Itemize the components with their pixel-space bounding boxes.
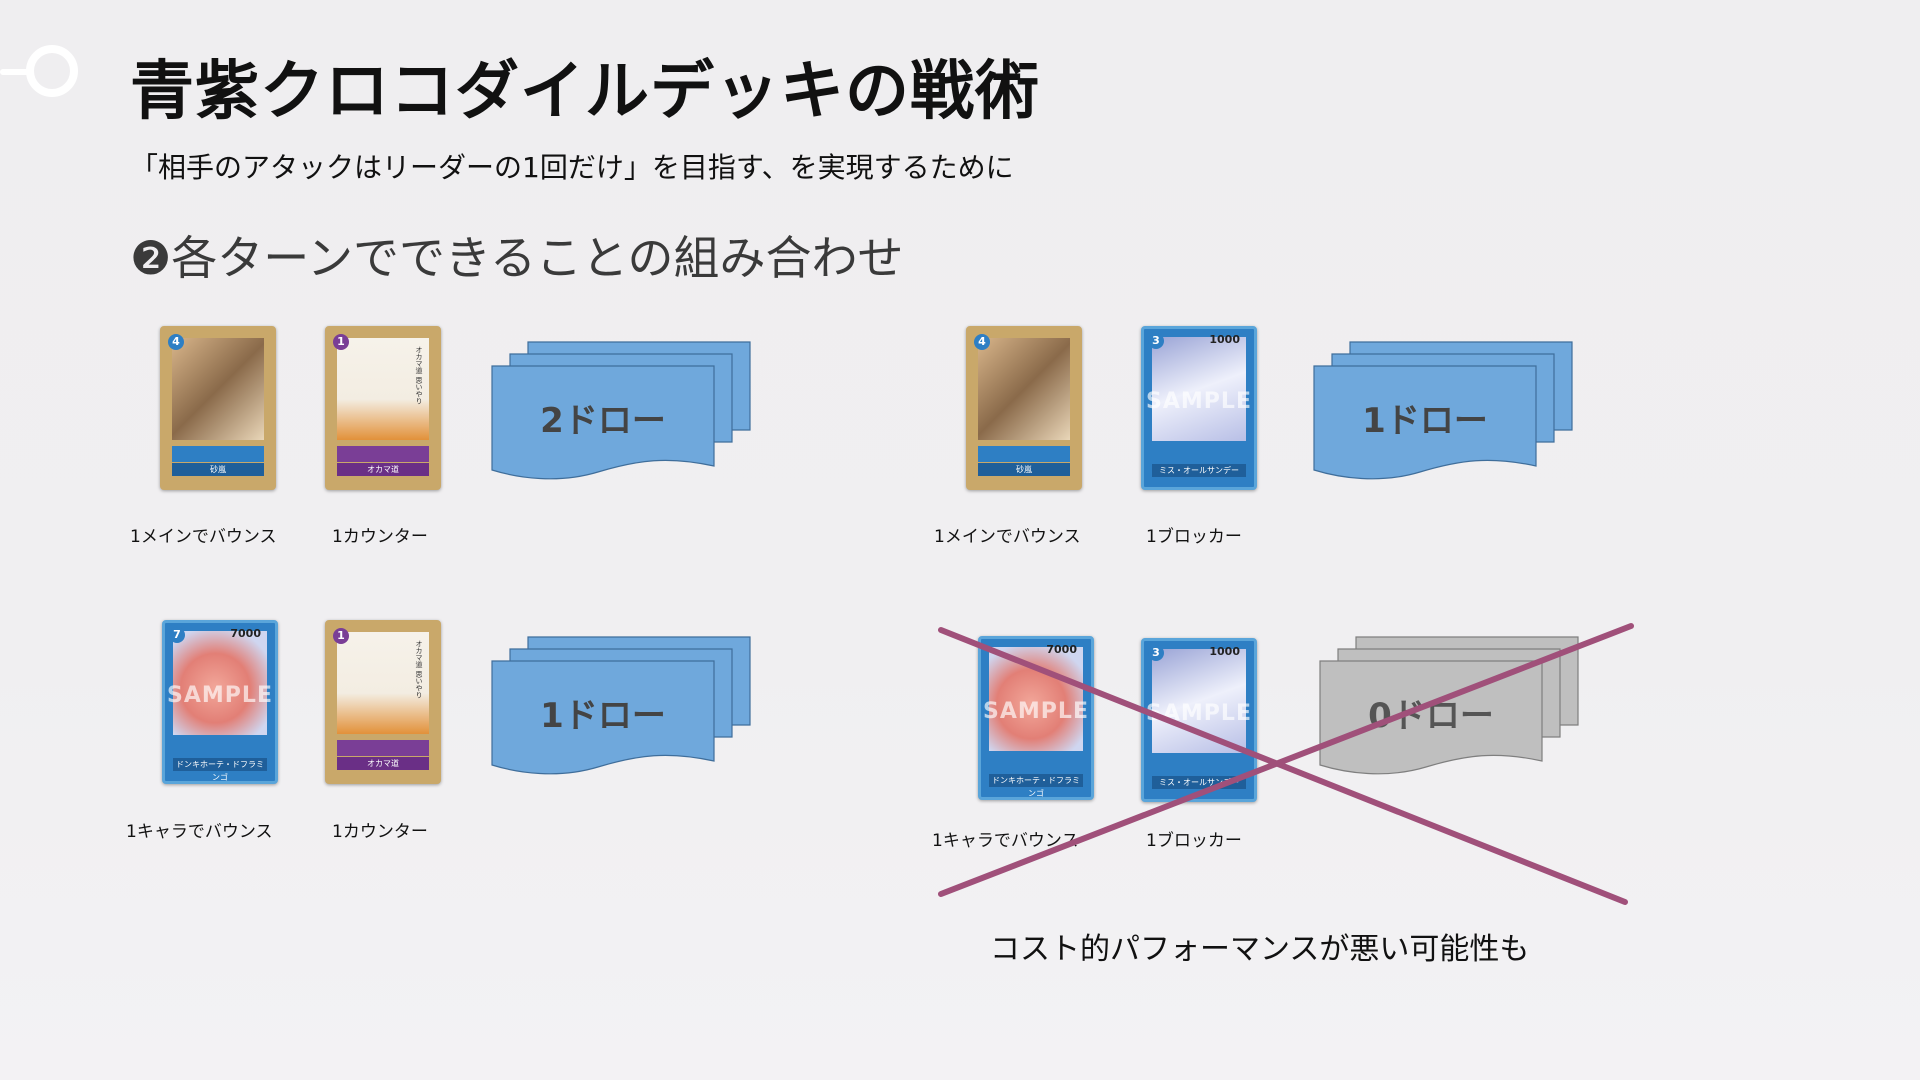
card-cost: 3 [1148, 645, 1164, 661]
card-cost: 3 [1148, 333, 1164, 349]
card-label: 1キャラでバウンス [932, 831, 1079, 851]
card-band [337, 740, 429, 756]
card-sandstorm: 砂嵐 4 [160, 326, 276, 490]
card-text: オカマ道 思いやり [415, 640, 423, 699]
card-name: 砂嵐 [978, 463, 1070, 476]
card-power: 1000 [1209, 333, 1240, 346]
card-band [978, 446, 1070, 462]
decor-ring-icon [26, 45, 78, 97]
card-name: ミス・オールサンデー [1152, 464, 1246, 477]
card-power: 1000 [1209, 645, 1240, 658]
card-art [1152, 337, 1246, 441]
card-label: 1メインでバウンス [130, 527, 277, 547]
card-art [337, 632, 429, 734]
card-cost: 1 [333, 334, 349, 350]
card-band [1152, 447, 1246, 463]
card-power: 7000 [230, 627, 261, 640]
card-label: 1カウンター [332, 527, 428, 547]
card-cost: 4 [974, 334, 990, 350]
card-band [172, 446, 264, 462]
draw-label: 1ドロー [1362, 401, 1488, 441]
card-miss-all-sunday: SAMPLE ミス・オールサンデー 3 1000 [1141, 638, 1257, 802]
card-sample-watermark: SAMPLE [983, 699, 1089, 724]
card-name: 砂嵐 [172, 463, 264, 476]
cross-line [938, 623, 1634, 897]
section-heading: ❷各ターンでできることの組み合わせ [130, 231, 904, 285]
cost-performance-note: コスト的パフォーマンスが悪い可能性も [990, 932, 1530, 967]
draw-sheet-front [491, 660, 715, 775]
card-doflamingo: SAMPLE ドンキホーテ・ドフラミンゴ 7000 [978, 636, 1094, 800]
draw-sheet-front [1319, 660, 1543, 775]
card-label: 1キャラでバウンス [126, 822, 273, 842]
card-band [1152, 759, 1246, 775]
draw-pile-icon-disabled: 0ドロー [1319, 636, 1579, 775]
card-name: ドンキホーテ・ドフラミンゴ [173, 758, 267, 781]
draw-pile-icon: 2ドロー [491, 341, 751, 480]
draw-label: 2ドロー [540, 401, 666, 441]
card-name: ドンキホーテ・ドフラミンゴ [989, 774, 1083, 797]
draw-pile-icon: 1ドロー [491, 636, 751, 775]
card-label: 1メインでバウンス [934, 527, 1081, 547]
cross-out-mark-icon [938, 623, 1634, 905]
card-sample-watermark: SAMPLE [1146, 389, 1252, 414]
card-cost: 1 [333, 628, 349, 644]
card-band [173, 741, 267, 757]
card-band [337, 446, 429, 462]
card-label: 1ブロッカー [1146, 831, 1242, 851]
card-art [978, 338, 1070, 440]
draw-label: 1ドロー [540, 696, 666, 736]
card-doflamingo: SAMPLE ドンキホーテ・ドフラミンゴ 7 7000 [162, 620, 278, 784]
draw-pile-icon: 1ドロー [1313, 341, 1573, 480]
card-name: オカマ道 [337, 757, 429, 770]
card-name: オカマ道 [337, 463, 429, 476]
slide-title: 青紫クロコダイルデッキの戦術 [130, 55, 1040, 129]
card-sample-watermark: SAMPLE [1146, 701, 1252, 726]
card-art [337, 338, 429, 440]
card-cost: 7 [169, 627, 185, 643]
card-power: 7000 [1046, 643, 1077, 656]
card-okama-way: オカマ道 思いやり オカマ道 1 [325, 326, 441, 490]
cross-line [938, 627, 1628, 905]
card-sandstorm: 砂嵐 4 [966, 326, 1082, 490]
decor-line [0, 69, 30, 75]
draw-sheet-front [1313, 365, 1537, 480]
card-text: オカマ道 思いやり [415, 346, 423, 405]
draw-sheet-front [491, 365, 715, 480]
card-label: 1カウンター [332, 822, 428, 842]
card-art [173, 631, 267, 735]
card-sample-watermark: SAMPLE [167, 683, 273, 708]
card-cost: 4 [168, 334, 184, 350]
card-okama-way: オカマ道 思いやり オカマ道 1 [325, 620, 441, 784]
slide-subtitle: 「相手のアタックはリーダーの1回だけ」を目指す、を実現するために [130, 151, 1014, 184]
card-miss-all-sunday: SAMPLE ミス・オールサンデー 3 1000 [1141, 326, 1257, 490]
card-label: 1ブロッカー [1146, 527, 1242, 547]
card-art [172, 338, 264, 440]
card-art [989, 647, 1083, 751]
card-band [989, 757, 1083, 773]
